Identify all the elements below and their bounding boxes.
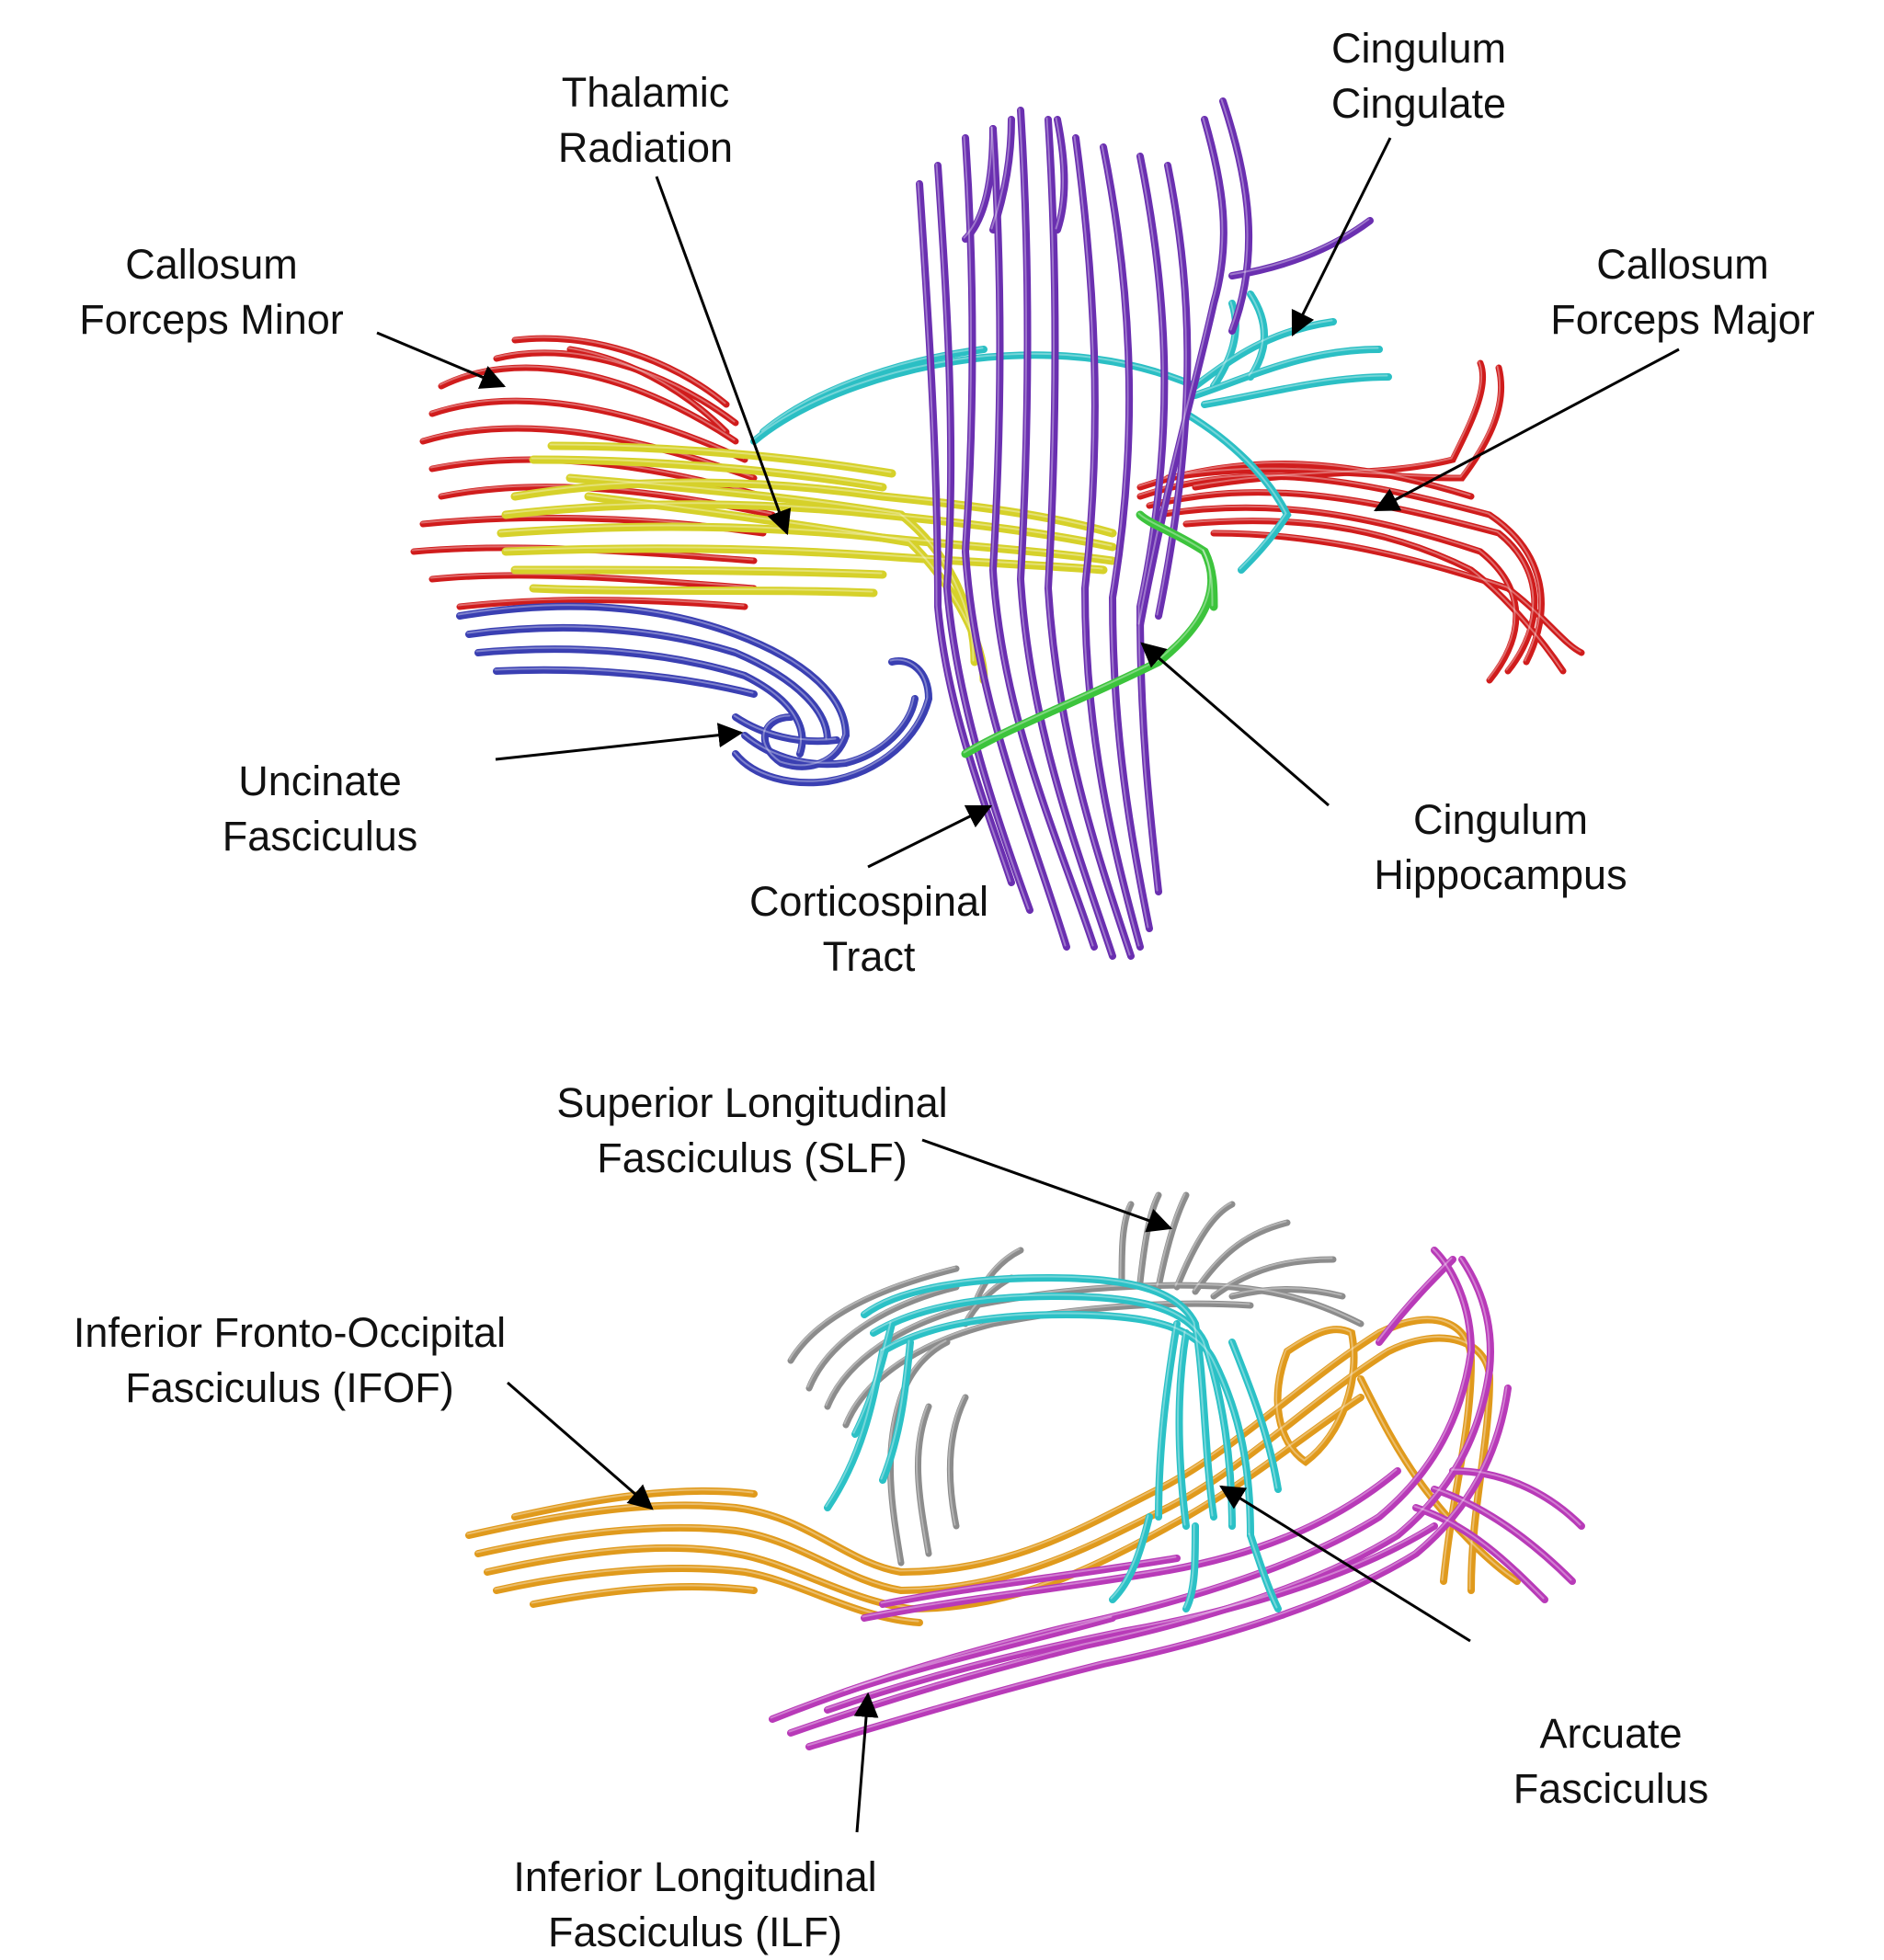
label-cingulum-hippocampus: Cingulum Hippocampus	[1374, 796, 1627, 898]
upper-tract-group	[410, 97, 1585, 960]
label-callosum-forceps-major: Callosum Forceps Major	[1550, 241, 1815, 343]
label-ilf: Inferior Longitudinal Fasciculus (ILF)	[513, 1853, 877, 1955]
cingulum-hippocampus-bundle	[961, 510, 1218, 758]
ilf-bundle	[769, 1247, 1585, 1750]
lower-tract-group	[465, 1191, 1585, 1750]
uncinate-bundle	[456, 602, 933, 787]
label-corticospinal-tract: Corticospinal Tract	[748, 878, 989, 980]
arrow-cingulum-hippocampus	[1140, 642, 1330, 807]
arrow-cingulum-cingulate	[1291, 137, 1392, 337]
arrow-arcuate	[1219, 1485, 1471, 1643]
arrow-slf	[921, 1138, 1173, 1233]
label-arcuate-fasciculus: Arcuate Fasciculus	[1513, 1710, 1709, 1812]
label-callosum-forceps-minor: Callosum Forceps Minor	[79, 241, 344, 343]
arcuate-bundle	[824, 1273, 1282, 1612]
arrow-forceps-minor	[376, 331, 507, 389]
forceps-major-bundle	[1136, 359, 1585, 684]
label-uncinate-fasciculus: Uncinate Fasciculus	[222, 758, 418, 860]
label-ifof: Inferior Fronto-Occipital Fasciculus (IF…	[73, 1309, 507, 1411]
label-slf: Superior Longitudinal Fasciculus (SLF)	[556, 1079, 948, 1181]
corticospinal-bundle	[916, 97, 1374, 960]
arrow-forceps-major	[1374, 348, 1680, 512]
arrow-uncinate	[495, 723, 744, 761]
arrow-corticospinal	[867, 804, 993, 869]
arrow-thalamic-radiation	[655, 176, 792, 536]
arrow-ifof	[507, 1381, 654, 1510]
annotation-arrows	[376, 137, 1680, 1833]
arrow-ilf	[853, 1692, 879, 1833]
label-cingulum-cingulate: Cingulum Cingulate	[1330, 25, 1507, 127]
label-thalamic-radiation: Thalamic Radiation	[557, 69, 734, 171]
